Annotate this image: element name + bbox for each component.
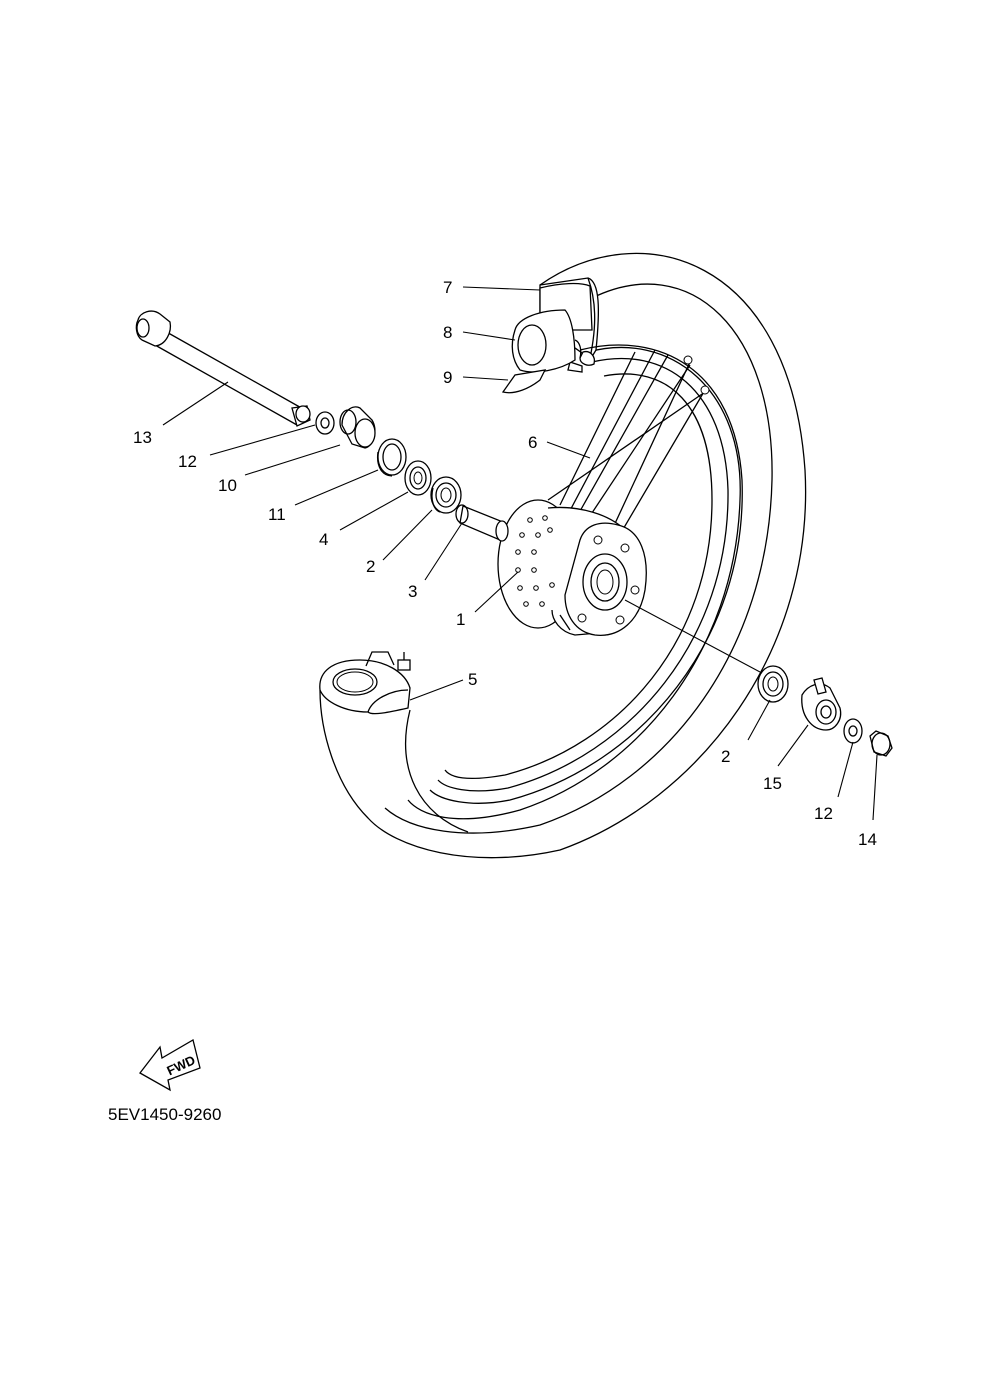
rim-part-6: [429, 344, 743, 804]
leader-lines: [162, 286, 878, 821]
spacer-part-3: [455, 504, 509, 542]
callout-13: 13: [133, 428, 152, 447]
callout-1: 1: [456, 610, 465, 629]
callout-11: 11: [268, 505, 286, 524]
axle-part-13: [135, 310, 311, 427]
callout-2-right: 2: [721, 747, 730, 766]
washer-part-12-left: [315, 411, 335, 435]
callout-9: 9: [443, 368, 452, 387]
fwd-arrow-icon: FWD: [139, 1039, 201, 1092]
bearing-part-2-left: [430, 476, 462, 514]
callout-labels: 7 8 9 6 13 12 10 11 4 2 3 1 5 2 15 12 14: [133, 278, 877, 849]
bearing-part-4: [404, 460, 432, 496]
callout-15: 15: [763, 774, 782, 793]
callout-12-left: 12: [178, 452, 197, 471]
callout-5: 5: [468, 670, 477, 689]
callout-6: 6: [528, 433, 537, 452]
axis-line: [624, 599, 761, 673]
nut-part-14: [869, 730, 893, 757]
bearing-part-2-right: [757, 665, 789, 703]
callout-14: 14: [858, 830, 877, 849]
callout-3: 3: [408, 582, 417, 601]
tube-part-8: [511, 309, 582, 373]
washer-part-12-right: [843, 718, 863, 744]
callout-10: 10: [218, 476, 237, 495]
callout-4: 4: [319, 530, 328, 549]
oil-seal-part-11: [376, 438, 407, 477]
spokes: [547, 349, 710, 549]
callout-8: 8: [443, 323, 452, 342]
hub-part-1: [497, 499, 647, 636]
collar-part-15: [801, 677, 842, 731]
callout-12-right: 12: [814, 804, 833, 823]
collar-part-10: [339, 406, 376, 449]
callout-7: 7: [443, 278, 452, 297]
callout-2-left: 2: [366, 557, 375, 576]
rim-tape-part-9: [501, 369, 547, 394]
drawing-code: 5EV1450-9260: [108, 1105, 221, 1124]
